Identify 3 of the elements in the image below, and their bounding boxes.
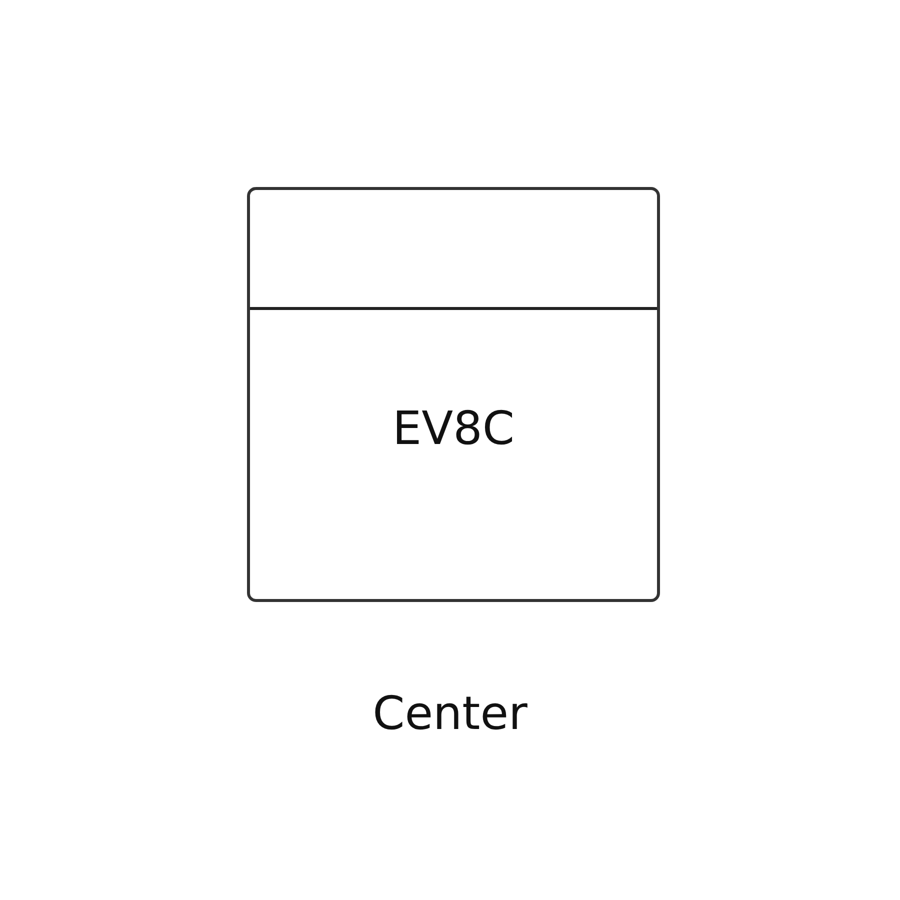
section-caption: Center	[372, 686, 528, 740]
model-code: EV8C	[392, 401, 514, 455]
sofa-section-outline	[247, 187, 660, 602]
